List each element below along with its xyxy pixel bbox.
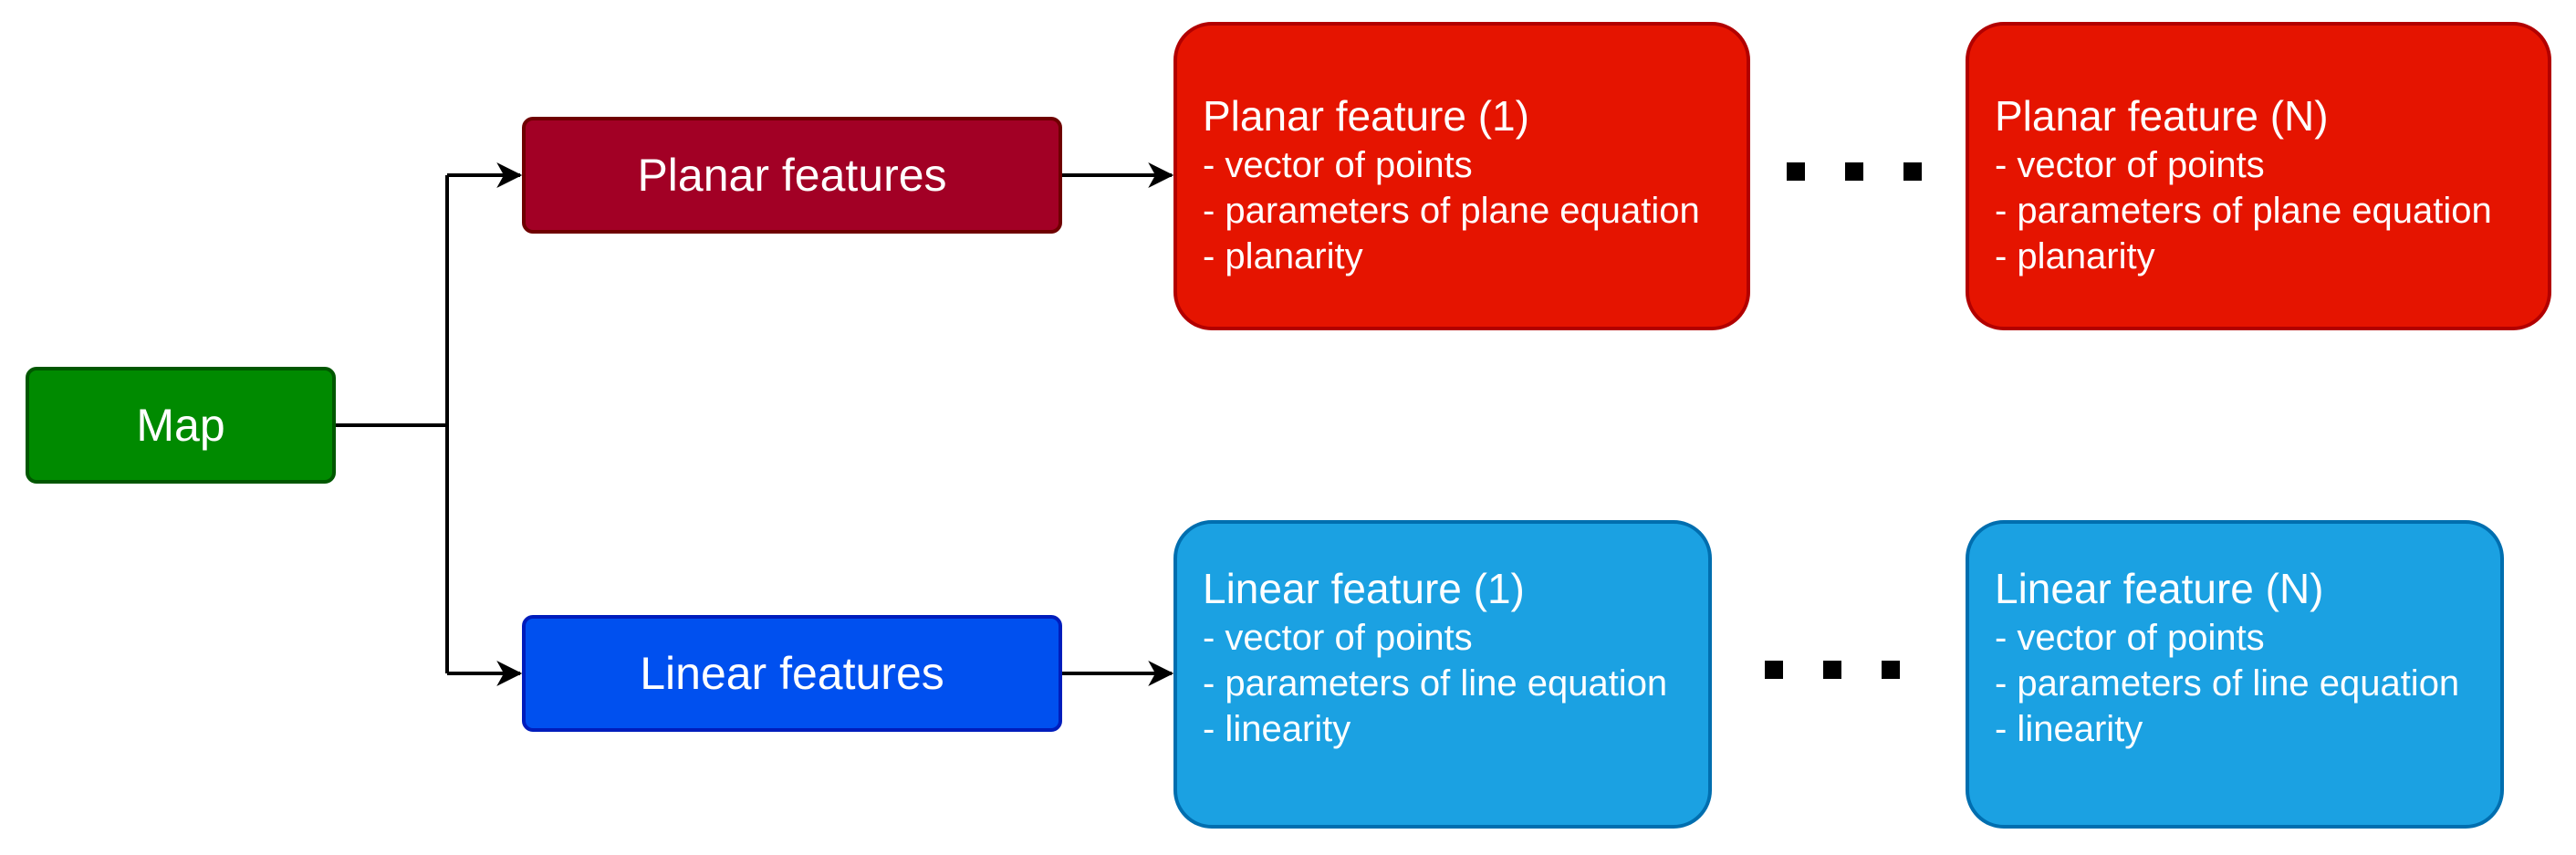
- linear-feature-1-line-2: - parameters of line equation: [1203, 663, 1668, 704]
- ellipsis-dot: [1903, 162, 1922, 181]
- linear-feature-n-line-2: - parameters of line equation: [1995, 663, 2460, 704]
- ellipsis-dot: [1765, 661, 1783, 679]
- planar-feature-n-title: Planar feature (N): [1995, 92, 2329, 140]
- planar-feature-1-line-3: - planarity: [1203, 236, 1363, 276]
- linear-features-label: Linear features: [640, 648, 944, 699]
- planar-feature-1-title: Planar feature (1): [1203, 92, 1529, 140]
- planar-feature-1-line-1: - vector of points: [1203, 145, 1473, 185]
- planar-feature-ellipsis: [1787, 162, 1951, 184]
- linear-feature-n-line-1: - vector of points: [1995, 618, 2265, 658]
- planar-feature-n-line-2: - parameters of plane equation: [1995, 191, 2492, 231]
- linear-feature-ellipsis: [1765, 661, 1929, 683]
- linear-feature-1-card: Linear feature (1) - vector of points - …: [1173, 520, 1712, 829]
- linear-feature-n-card: Linear feature (N) - vector of points - …: [1966, 520, 2504, 829]
- planar-feature-n-line-1: - vector of points: [1995, 145, 2265, 185]
- ellipsis-dot: [1787, 162, 1805, 181]
- ellipsis-dot: [1823, 661, 1841, 679]
- planar-feature-n-card: Planar feature (N) - vector of points - …: [1966, 22, 2551, 330]
- linear-features-node: Linear features: [522, 615, 1062, 732]
- ellipsis-dot: [1882, 661, 1900, 679]
- ellipsis-dot: [1845, 162, 1863, 181]
- linear-feature-1-line-3: - linearity: [1203, 709, 1351, 749]
- linear-feature-1-line-1: - vector of points: [1203, 618, 1473, 658]
- linear-feature-1-title: Linear feature (1): [1203, 565, 1525, 612]
- map-label: Map: [136, 400, 225, 451]
- planar-feature-1-line-2: - parameters of plane equation: [1203, 191, 1700, 231]
- planar-feature-n-line-3: - planarity: [1995, 236, 2155, 276]
- map-to-group-trunk: [336, 175, 449, 673]
- planar-features-node: Planar features: [522, 117, 1062, 234]
- planar-features-label: Planar features: [637, 150, 947, 201]
- planar-feature-1-card: Planar feature (1) - vector of points - …: [1173, 22, 1750, 330]
- linear-feature-n-title: Linear feature (N): [1995, 565, 2324, 612]
- linear-feature-n-line-3: - linearity: [1995, 709, 2143, 749]
- map-node: Map: [26, 367, 336, 484]
